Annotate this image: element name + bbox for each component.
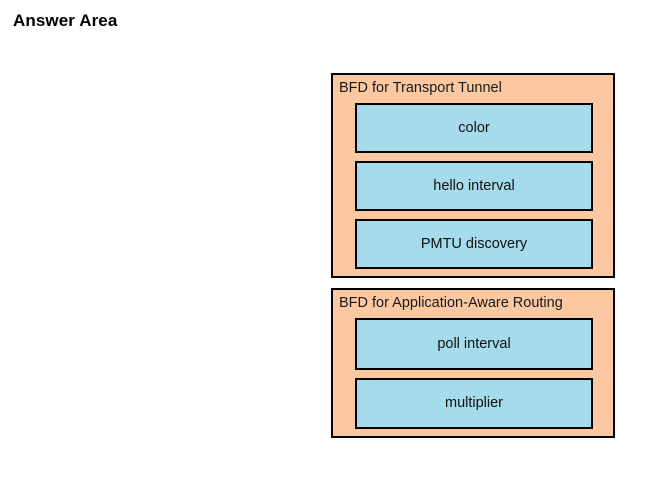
option-multiplier[interactable]: multiplier — [355, 377, 593, 429]
option-pmtu-discovery[interactable]: PMTU discovery — [355, 219, 593, 269]
group-panel-application-aware-routing: BFD for Application-Aware Routing poll i… — [331, 288, 615, 438]
group-header-application-aware-routing: BFD for Application-Aware Routing — [339, 295, 563, 311]
option-poll-interval[interactable]: poll interval — [355, 318, 593, 370]
answer-drop-row[interactable] — [53, 194, 309, 258]
option-hello-interval[interactable]: hello interval — [355, 161, 593, 211]
answer-drop-table — [52, 65, 310, 385]
group-options-application-aware-routing: poll interval multiplier — [355, 318, 593, 429]
page-title: Answer Area — [13, 11, 118, 30]
group-header-transport-tunnel: BFD for Transport Tunnel — [339, 80, 502, 96]
answer-drop-row[interactable] — [53, 66, 309, 130]
answer-drop-row[interactable] — [53, 321, 309, 384]
answer-drop-row[interactable] — [53, 257, 309, 322]
option-color[interactable]: color — [355, 103, 593, 153]
group-options-transport-tunnel: color hello interval PMTU discovery — [355, 103, 593, 269]
group-panel-transport-tunnel: BFD for Transport Tunnel color hello int… — [331, 73, 615, 278]
answer-drop-row[interactable] — [53, 130, 309, 194]
